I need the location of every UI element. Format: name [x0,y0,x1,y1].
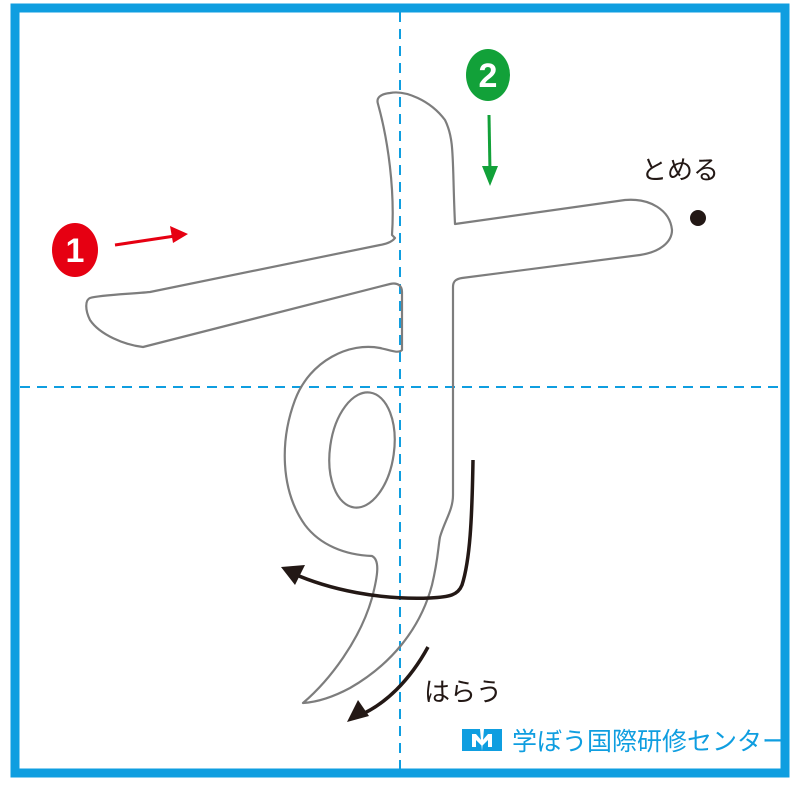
logo-text: 学ぼう国際研修センター [512,727,788,756]
harau-arrowhead [347,700,369,722]
stop-dot [690,210,706,226]
stroke-number-1-badge [52,223,98,277]
stroke-number-2-badge [466,49,510,101]
harau-arrow [357,646,430,718]
harau-label: はらう [424,678,503,708]
stroke-1-arrow [114,234,176,247]
stroke-number-1: 1 [66,232,85,270]
book-icon [462,729,502,751]
loop-arrowhead [281,565,305,585]
stroke-2-arrow [487,114,492,173]
stroke-2-marker: 2 [466,49,510,186]
logo: 学ぼう国際研修センター [460,722,787,758]
stroke-number-2: 2 [479,57,498,95]
character-outline [85,91,674,705]
loop-inner [328,391,396,509]
sweep-arrows [291,459,475,718]
stroke-1-marker: 1 [52,223,188,277]
frame-border [10,3,790,778]
tomeru-label: とめる [641,156,720,186]
stroke-2-arrowhead [482,166,498,186]
stroke-1-arrowhead [170,226,188,243]
loop-arrow [291,459,475,601]
